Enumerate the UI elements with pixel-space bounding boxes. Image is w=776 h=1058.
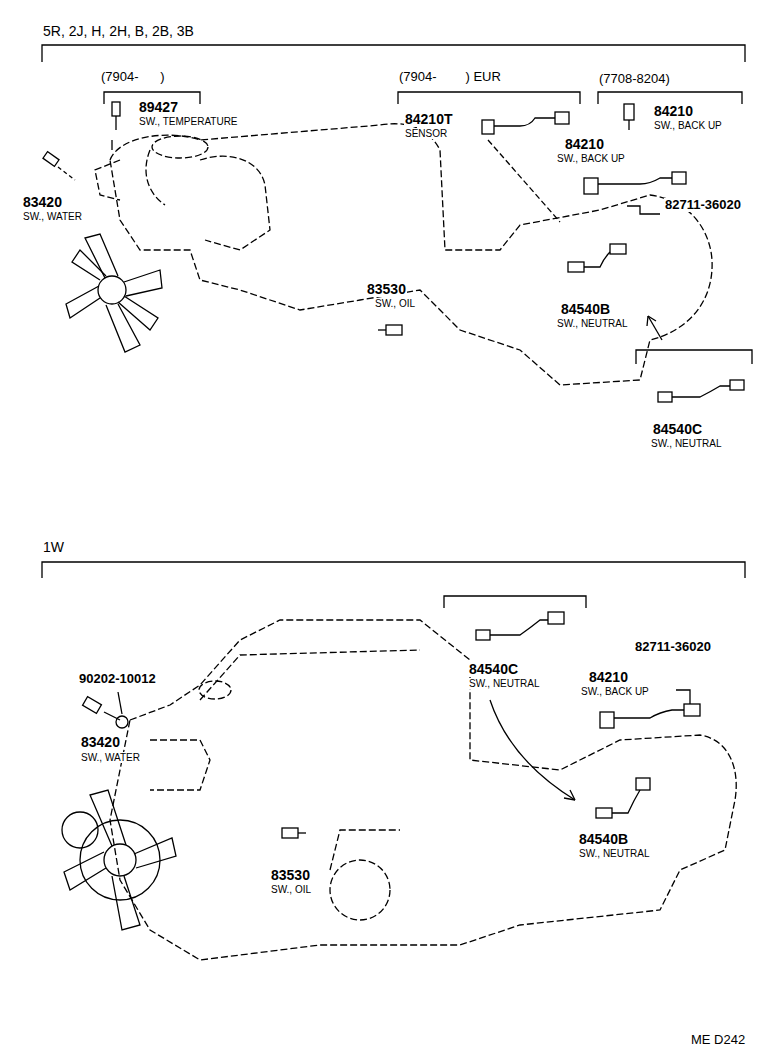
part-name: SW., BACK UP: [580, 686, 650, 697]
cooling-fan: [62, 790, 176, 930]
part-name: SW., BACK UP: [556, 153, 626, 164]
part-name: SW., NEUTRAL: [578, 848, 651, 859]
switch-symbol: [43, 102, 744, 402]
group-label: ME D242: [690, 1033, 746, 1047]
part-name: SW., TEMPERATURE: [138, 116, 239, 127]
callout-number: 82711-36020: [664, 198, 742, 212]
part-name: SENSOR: [404, 128, 448, 139]
group-label: 1W: [42, 540, 65, 555]
cooling-fan: [66, 234, 162, 352]
group-bracket: [636, 350, 752, 364]
callout-number: 82711-36020: [634, 640, 712, 654]
engine-outline: [95, 124, 712, 385]
group-bracket: [398, 92, 580, 104]
group-label: 5R, 2J, H, 2H, B, 2B, 3B: [42, 24, 195, 39]
callout-number: 84540B: [578, 832, 629, 847]
callout-number: 83530: [270, 868, 311, 883]
callout-number: 90202-10012: [78, 672, 157, 686]
part-name: SW., NEUTRAL: [650, 438, 723, 449]
part-name: SW., NEUTRAL: [468, 678, 541, 689]
part-name: SW., OIL: [374, 298, 416, 309]
callout-number: 84540C: [468, 662, 519, 677]
callout-number: 84210T: [404, 112, 453, 127]
part-name: SW., BACK UP: [653, 120, 723, 131]
callout-number: 84210: [653, 104, 694, 119]
part-name: SW., WATER: [80, 752, 141, 763]
group-bracket: [42, 45, 745, 62]
callout-number: 83420: [80, 735, 121, 750]
callout-number: 84210: [564, 137, 605, 152]
part-name: SW., WATER: [22, 211, 83, 222]
callout-number: 89427: [138, 100, 179, 115]
switch-symbol: [83, 612, 700, 838]
group-bracket: [42, 562, 745, 578]
part-name: SW., OIL: [270, 884, 312, 895]
group-label: (7904- ) EUR: [398, 70, 502, 84]
part-name: SW., NEUTRAL: [556, 318, 629, 329]
callout-number: 84210: [588, 670, 629, 685]
callout-number: 83530: [366, 282, 407, 297]
callout-number: 84540B: [560, 302, 611, 317]
group-label: (7904- ): [100, 70, 166, 84]
engine-outline: [110, 620, 736, 960]
group-bracket: [444, 596, 586, 608]
group-bracket: [598, 92, 742, 104]
callout-number: 84540C: [652, 422, 703, 437]
callout-number: 83420: [22, 195, 63, 210]
group-label: (7708-8204): [598, 72, 671, 86]
